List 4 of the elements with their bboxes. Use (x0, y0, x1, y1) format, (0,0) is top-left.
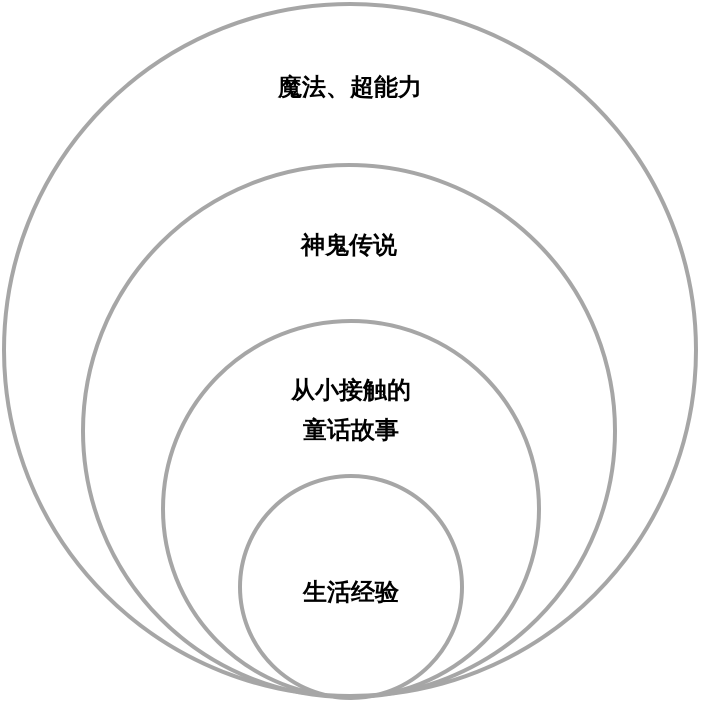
circle-label: 从小接触的童话故事 (290, 375, 412, 446)
circle-label: 生活经验 (302, 577, 400, 608)
circle-label: 魔法、超能力 (276, 72, 423, 103)
circle-label: 神鬼传说 (299, 230, 398, 261)
